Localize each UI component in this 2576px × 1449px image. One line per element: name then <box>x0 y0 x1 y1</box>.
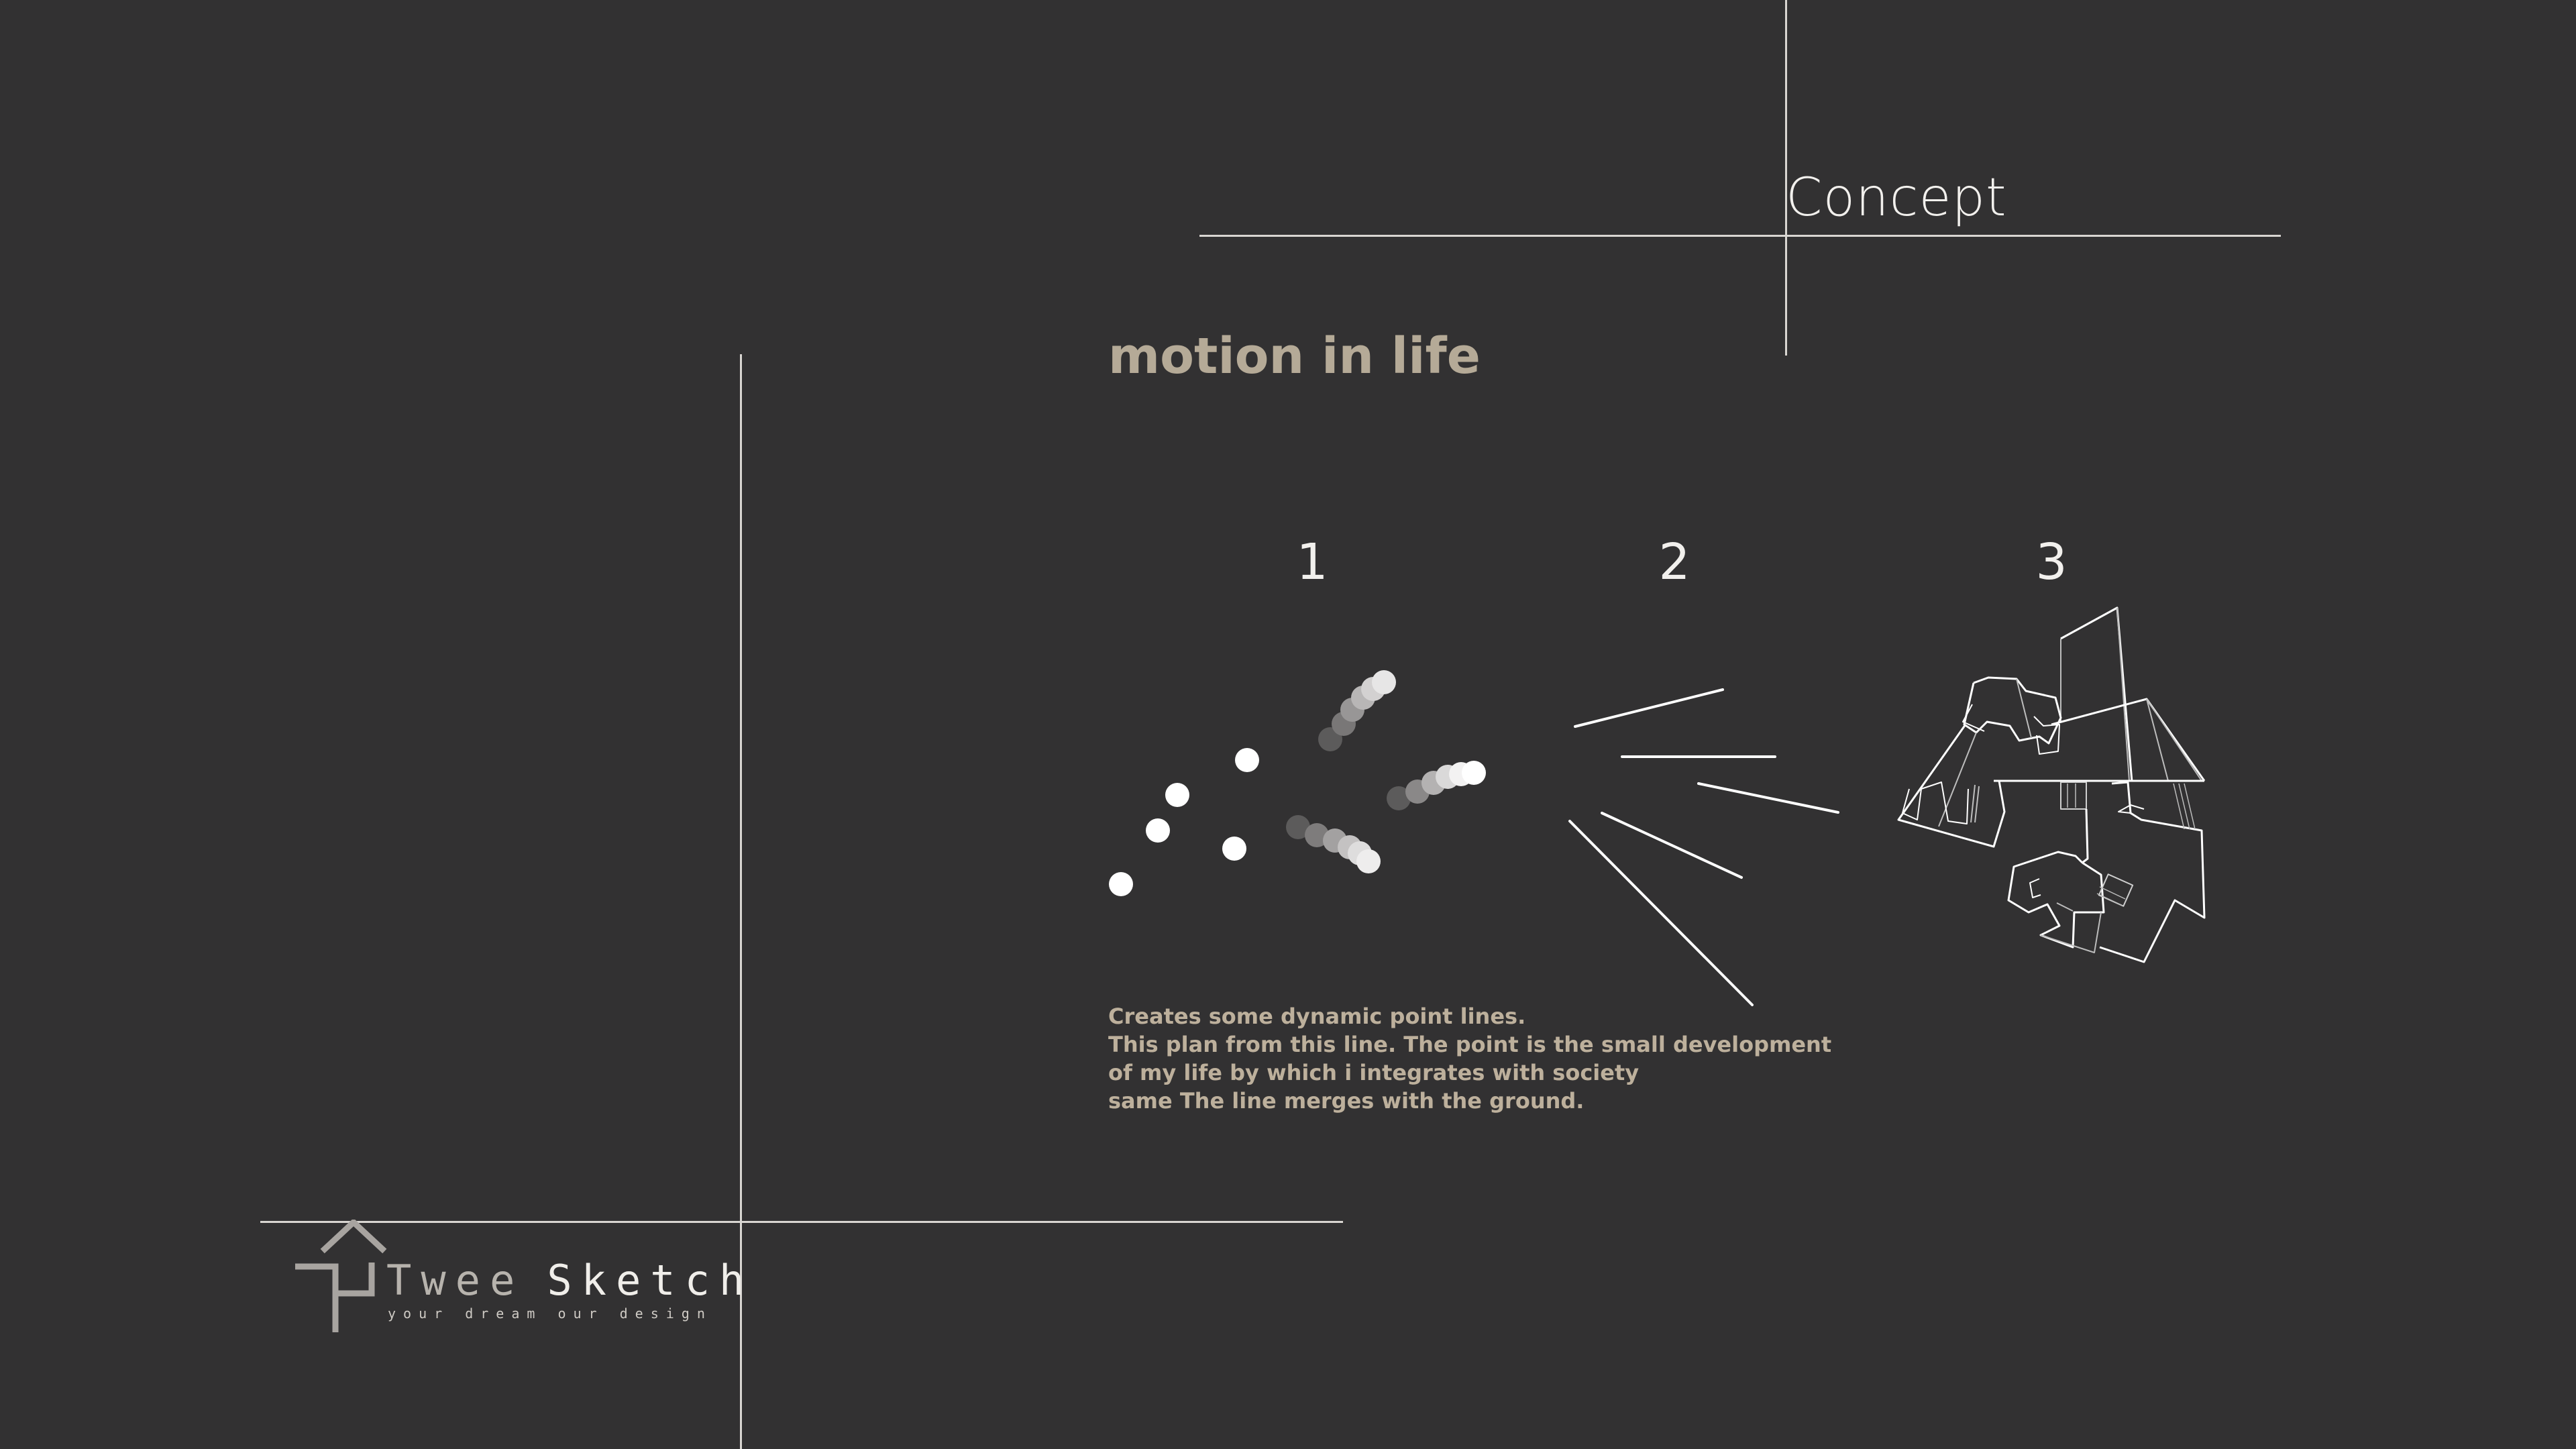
motion-line <box>1574 688 1724 728</box>
plan-wall <box>1970 784 1976 823</box>
point <box>1109 872 1133 896</box>
trail-point <box>1387 786 1411 810</box>
trail-point <box>1305 823 1329 847</box>
plan-wall <box>1962 704 1985 732</box>
trail-point <box>1356 849 1381 873</box>
top-right-divider <box>1199 235 2281 237</box>
section-heading: motion in life <box>1108 327 1481 385</box>
concept-description: Creates some dynamic point lines. This p… <box>1108 1002 1831 1115</box>
point <box>1165 783 1189 807</box>
description-line: same The line merges with the ground. <box>1108 1088 1585 1114</box>
floor-plan-sketch-graphic <box>1897 606 2206 963</box>
trail-point <box>1286 815 1310 839</box>
plan-wall <box>2082 808 2089 864</box>
point <box>1235 748 1259 772</box>
page-title: Concept <box>1786 168 2007 228</box>
plan-wall <box>1974 786 1980 823</box>
description-line: of my life by which i integrates with so… <box>1108 1060 1640 1085</box>
plan-wall <box>2040 912 2102 953</box>
plan-wall <box>2099 886 2126 900</box>
trail-point <box>1462 761 1486 785</box>
trail-point <box>1372 670 1396 694</box>
plan-stair <box>2060 782 2087 810</box>
plan-wall <box>2056 902 2074 912</box>
plan-wall <box>1963 676 2062 745</box>
brand-name: Twee Sketch <box>386 1256 753 1305</box>
plan-stair <box>2098 873 2134 907</box>
step-number-3: 3 <box>2035 533 2068 591</box>
plan-wall <box>2007 851 2105 949</box>
description-line: This plan from this line. The point is t… <box>1108 1032 1832 1057</box>
left-vertical-line <box>740 354 742 1449</box>
radiating-lines-graphic <box>1568 688 1839 1006</box>
plan-wall <box>2116 607 2130 782</box>
brand-tagline: your dream our design <box>388 1305 712 1322</box>
motion-line <box>1568 820 1754 1006</box>
top-right-vertical-line <box>1785 0 1787 356</box>
plan-wall <box>1938 732 1977 827</box>
plan-wall <box>2118 804 2145 814</box>
plan-wall <box>2096 893 2123 906</box>
description-line: Creates some dynamic point lines. <box>1108 1004 1526 1029</box>
point <box>1146 818 1170 843</box>
plan-wall <box>1902 782 1969 824</box>
point <box>1222 837 1246 861</box>
step-number-2: 2 <box>1658 533 1690 591</box>
plan-wall <box>2060 606 2133 782</box>
dynamic-points-graphic <box>1109 670 1486 896</box>
step-number-1: 1 <box>1296 533 1328 591</box>
plan-wall <box>2146 698 2202 782</box>
plan-wall <box>2184 783 2196 830</box>
plan-wall <box>2099 781 2206 963</box>
motion-line <box>1601 812 1743 879</box>
plan-wall <box>2173 783 2185 830</box>
bottom-left-divider <box>260 1221 1343 1223</box>
brand-name-part-2: Sketch <box>547 1256 754 1305</box>
plan-wall <box>2178 783 2190 830</box>
motion-line <box>1697 782 1839 814</box>
plan-wall <box>2029 878 2041 898</box>
plan-wall <box>2146 698 2169 782</box>
brand-name-part-1: Twee <box>386 1256 525 1305</box>
plan-wall <box>2016 678 2032 739</box>
plan-wall <box>1897 724 2019 848</box>
house-outline-icon <box>295 1220 387 1332</box>
plan-wall <box>2033 716 2060 755</box>
